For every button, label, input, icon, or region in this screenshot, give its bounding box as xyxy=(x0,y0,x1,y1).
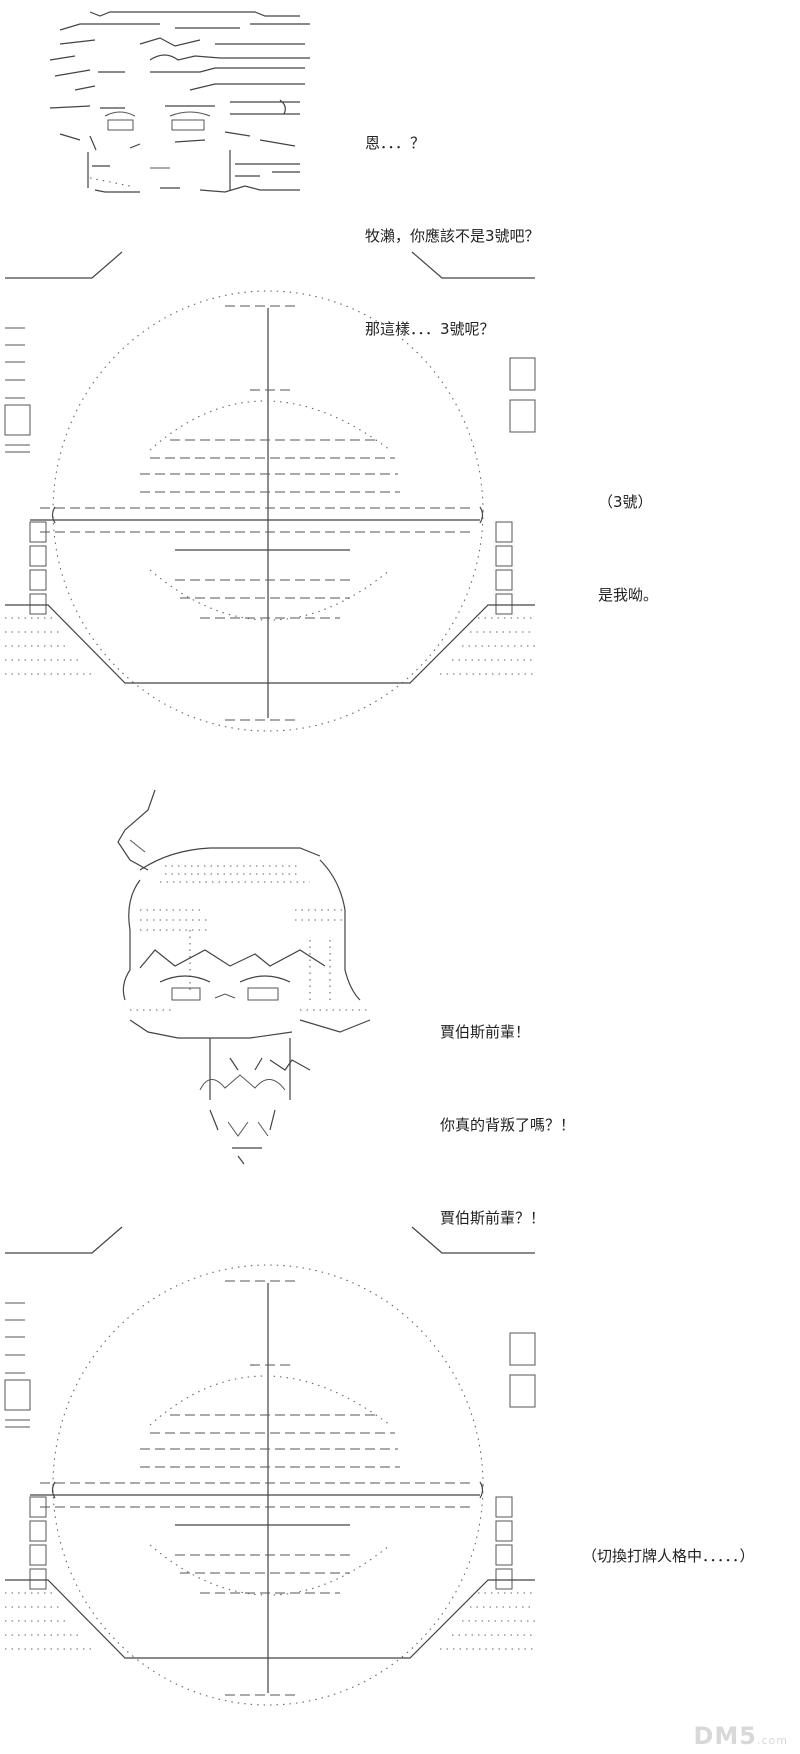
watermark-main: DM5 xyxy=(693,1722,757,1750)
ascii-art-character xyxy=(117,789,371,1165)
dialog-line: 那這樣．．．3號呢？ xyxy=(365,320,495,338)
dialog-line: 牧瀨，你應該不是3號吧？ xyxy=(365,227,540,245)
dialog-line: 是我呦。 xyxy=(598,586,659,604)
panel-2: （3號） 是我呦。 xyxy=(0,240,800,770)
dialog-panel-4: （切換打牌人格中．．．．．） xyxy=(582,1479,755,1634)
watermark-sub: .com xyxy=(757,1734,788,1747)
dialog-panel-1: 恩．．．？ 牧瀨，你應該不是3號吧？ 那這樣．．．3號呢？ xyxy=(365,66,540,407)
panel-4: （切換打牌人格中．．．．．） DM5.com xyxy=(0,1225,800,1754)
ascii-art-crosshair-scope xyxy=(4,1226,536,1706)
watermark-logo: DM5.com xyxy=(693,1722,788,1750)
dialog-panel-2: （3號） 是我呦。 xyxy=(598,425,658,673)
panel-1: 恩．．．？ 牧瀨，你應該不是3號吧？ 那這樣．．．3號呢？ xyxy=(0,0,800,338)
panel-3: 賈伯斯前輩！ 你真的背叛了嗎？！ 賈伯斯前輩？！ xyxy=(0,770,800,1227)
dialog-line: （3號） xyxy=(598,493,653,511)
dialog-line: 恩．．．？ xyxy=(365,134,426,152)
dialog-line: （切換打牌人格中．．．．．） xyxy=(582,1547,755,1565)
ascii-art-face xyxy=(49,11,310,193)
dialog-line: 你真的背叛了嗎？！ xyxy=(440,1116,576,1134)
dialog-line: 賈伯斯前輩？！ xyxy=(440,1209,546,1227)
dialog-panel-3: 賈伯斯前輩！ 你真的背叛了嗎？！ 賈伯斯前輩？！ xyxy=(440,955,575,1296)
dialog-line: 賈伯斯前輩！ xyxy=(440,1023,531,1041)
ascii-art-crosshair-scope xyxy=(4,251,536,732)
